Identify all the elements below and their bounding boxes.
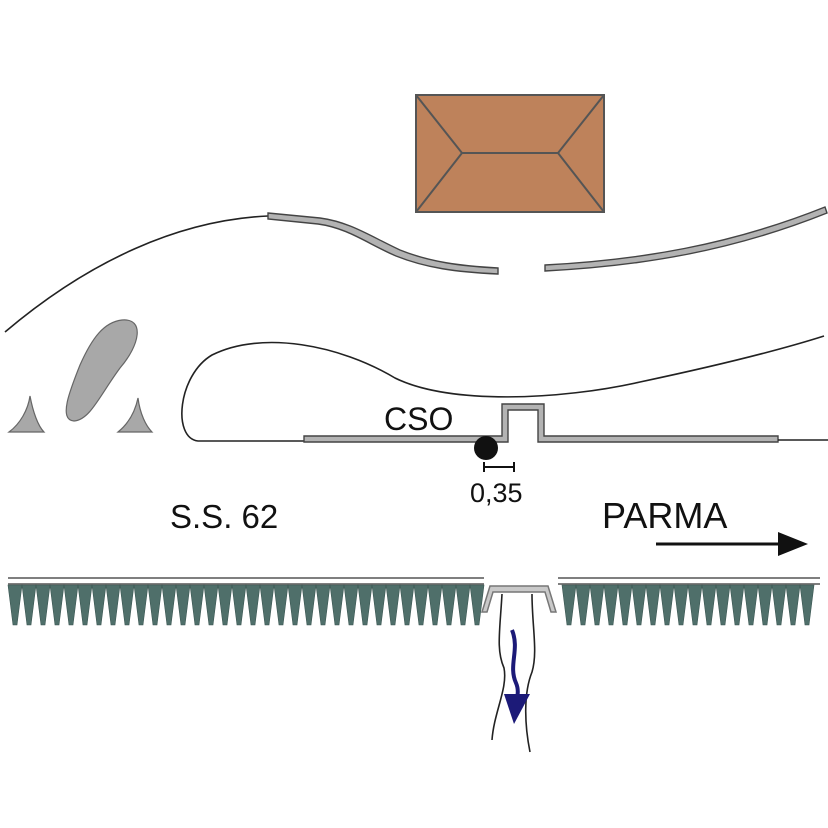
fence-spike: [91, 584, 107, 626]
tree-left: [7, 395, 46, 433]
fence-spike: [287, 584, 303, 626]
fence-spike: [771, 584, 787, 626]
site-marker-icon: [474, 436, 498, 460]
fence-spike: [469, 584, 485, 626]
fence-spike: [189, 584, 205, 626]
direction-arrow-icon: [656, 532, 808, 556]
fence-spike: [119, 584, 135, 626]
channel-right-bank: [524, 593, 536, 753]
fence-spike: [687, 584, 703, 626]
direction-label: PARMA: [602, 495, 727, 536]
fence-spike: [161, 584, 177, 626]
fence-spike: [21, 584, 37, 626]
fence-spike: [231, 584, 247, 626]
fence-spike: [175, 584, 191, 626]
roof-ridge-top: [415, 94, 605, 154]
fence-spike: [133, 584, 149, 626]
fence-spike: [315, 584, 331, 626]
fence-spike: [673, 584, 689, 626]
culvert-head: [480, 585, 558, 613]
fence-spike: [203, 584, 219, 626]
fence-spike: [217, 584, 233, 626]
fence-spike: [645, 584, 661, 626]
fence-spike: [617, 584, 633, 626]
fence-spike: [371, 584, 387, 626]
fence-spike: [561, 584, 577, 626]
fence-spike: [105, 584, 121, 626]
fence-spike: [729, 584, 745, 626]
fence-spike: [455, 584, 471, 626]
fence-spike: [575, 584, 591, 626]
fence-spike: [147, 584, 163, 626]
roof-ridge-right: [557, 152, 605, 213]
fence-spike: [715, 584, 731, 626]
roof-ridge-left: [415, 152, 463, 213]
upper-boundary-curve: [4, 215, 269, 333]
fence-spike: [743, 584, 759, 626]
fence-spike: [357, 584, 373, 626]
fence-spike: [799, 584, 815, 626]
cso-label: CSO: [384, 401, 453, 437]
fence-spike: [631, 584, 647, 626]
fence-spike: [245, 584, 261, 626]
fence-spike: [427, 584, 443, 626]
fence-spike: [35, 584, 51, 626]
scale-bar: [483, 462, 515, 472]
fence-spike: [785, 584, 801, 626]
fence-spike: [659, 584, 675, 626]
upper-wall-left: [267, 212, 499, 275]
fence-spike: [385, 584, 401, 626]
fence-spike: [7, 584, 23, 626]
channel-left-bank: [491, 593, 506, 741]
fence-spike: [301, 584, 317, 626]
fence-spike: [399, 584, 415, 626]
fence-spike: [77, 584, 93, 626]
fence-spike: [701, 584, 717, 626]
fence-spike: [441, 584, 457, 626]
fence-spike: [49, 584, 65, 626]
water-flow-arrow-icon: [504, 629, 530, 724]
fence-spike: [63, 584, 79, 626]
scale-label: 0,35: [470, 478, 523, 508]
fence-spike: [273, 584, 289, 626]
fence-spike: [329, 584, 345, 626]
upper-wall-right: [544, 206, 828, 272]
fence-spike: [603, 584, 619, 626]
fence-spike: [589, 584, 605, 626]
fence-spike: [757, 584, 773, 626]
fence-spike: [343, 584, 359, 626]
inner-loop-curve: [181, 335, 825, 442]
fence-spikes-left: [7, 584, 485, 626]
road-label: S.S. 62: [170, 498, 278, 535]
vegetation-blob: [65, 319, 138, 422]
fence-spikes-right: [561, 584, 815, 626]
fence-spike: [259, 584, 275, 626]
tree-right: [116, 397, 154, 433]
building-roof: [415, 94, 605, 213]
fence-spike: [413, 584, 429, 626]
lower-wall-with-notch: [303, 403, 779, 443]
